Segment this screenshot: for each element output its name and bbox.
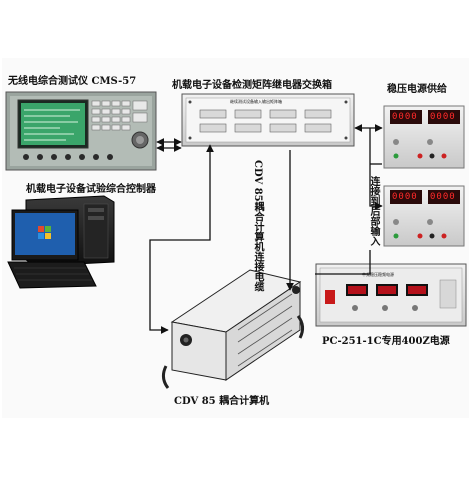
power-supply-label: 稳压电源供给 (387, 84, 447, 95)
connection-lines (149, 124, 383, 334)
matrix-relay-box-device (181, 93, 355, 147)
power-400hz-label: PC-251-1C专用400Z电源 (322, 336, 450, 347)
rear-input-cable-label: 连接到后部输入 (368, 176, 379, 246)
computer-cable-label: CDV 85耦合计算机连接电缆 (252, 160, 263, 292)
psu-lower-display-left: 0000 (392, 192, 418, 202)
power-400hz-panel-caption: 中频稳压稳频电源 (362, 272, 394, 277)
test-controller-device (7, 195, 115, 289)
psu-upper-display-right: 0000 (430, 112, 456, 122)
radio-test-set-device (5, 91, 157, 171)
matrix-box-label: 机载电子设备检测矩阵继电器交换箱 (172, 80, 332, 91)
psu-upper-display-left: 0000 (392, 112, 418, 122)
controller-label: 机载电子设备试验综合控制器 (26, 184, 156, 195)
power-source-400hz-device (315, 263, 467, 327)
tester-label: 无线电综合测试仪 CMS-57 (8, 76, 137, 87)
coupling-computer-device (161, 269, 305, 389)
regulated-psu-upper (383, 105, 465, 169)
matrix-panel-caption: 继续测试设备输入输出矩阵箱 (230, 99, 282, 104)
psu-lower-display-right: 0000 (430, 192, 456, 202)
coupling-computer-label: CDV 85 耦合计算机 (174, 396, 270, 407)
windows-logo-icon (38, 226, 51, 239)
regulated-psu-lower (383, 185, 465, 247)
